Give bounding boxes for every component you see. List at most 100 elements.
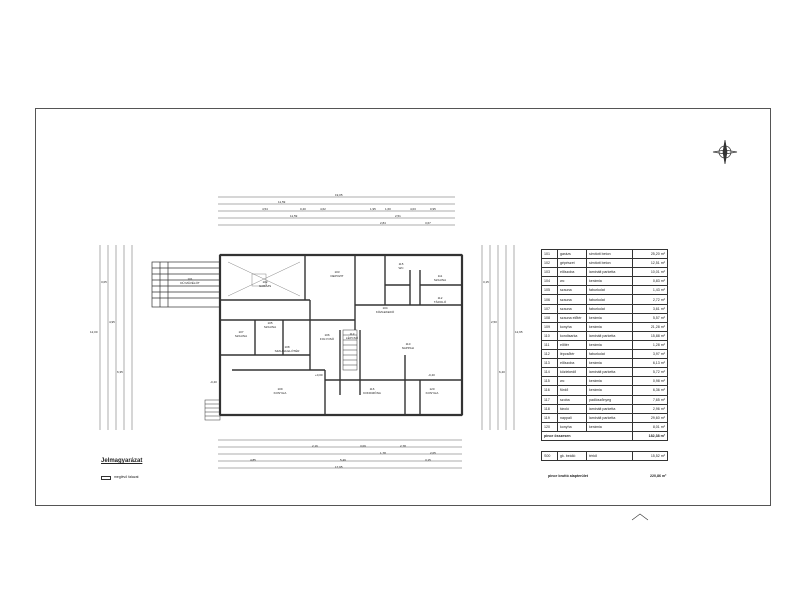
room-floor: padlószőnyeg: [586, 394, 633, 405]
dimension-label: 2,50: [491, 320, 497, 324]
room-label: 101 DÚ MÁVÉLŐT: [175, 277, 205, 285]
external-stair: [151, 261, 221, 308]
room-area: 12,51 m²: [632, 258, 668, 269]
room-floor: térkő: [586, 450, 633, 462]
room-floor: kerámia: [586, 276, 633, 287]
room-area: 0,98 m²: [632, 376, 668, 387]
room-name: GARÁZS: [258, 284, 272, 288]
room-name: tároló: [557, 403, 587, 414]
room-id: 108: [284, 345, 290, 349]
room-no: 115: [541, 376, 558, 387]
room-name: gk. beálló: [557, 450, 587, 462]
room-floor: laminált parketta: [586, 412, 633, 423]
room-name: konyha: [557, 321, 587, 332]
room-no: 117: [541, 394, 558, 405]
room-name: gépészet: [557, 258, 587, 269]
room-floor: kerámia: [586, 358, 633, 369]
room-area: 0,83 m²: [632, 276, 668, 287]
small-stair: [204, 399, 221, 421]
dimension-label: 4,95: [109, 320, 115, 324]
room-name: KONDIZÓNA: [363, 391, 381, 395]
room-area: 1,28 m²: [632, 339, 668, 351]
room-area: 7,65 m²: [632, 394, 668, 405]
room-id: 106: [324, 333, 330, 337]
room-label: 120 KONYHA: [417, 387, 447, 395]
room-name: garázs: [557, 248, 587, 260]
room-label: 103 DEPOZIT: [322, 270, 352, 278]
room-id: 102: [262, 280, 268, 284]
room-label: 109 KONYHA: [260, 387, 300, 395]
room-name: lépcsőtér: [557, 349, 587, 360]
north-arrow-icon: [712, 139, 738, 165]
dimension-label: 4,54: [262, 207, 268, 211]
extra-area-table: S00 gk. beálló térkő 15,52 m²: [541, 450, 668, 462]
room-floor: kerámia: [586, 376, 633, 387]
room-area: 3,97 m²: [632, 349, 668, 360]
gross-area-value: 220,86 m²: [650, 474, 667, 478]
level-mark: -0,40: [428, 373, 435, 377]
room-area: 2,72 m²: [632, 294, 668, 305]
total-label: pince összesen: [541, 430, 633, 441]
dimension-label: 3,09: [360, 444, 366, 448]
dimension-label: 5,49: [340, 458, 346, 462]
room-label: 107 SZAUNA: [227, 330, 255, 338]
room-area: 1,43 m²: [632, 285, 668, 296]
room-name: KÖZLEKEDŐ: [375, 310, 395, 314]
dimension-label: 12,95: [515, 330, 523, 334]
room-floor: laminált parketta: [586, 267, 633, 278]
room-no: 113: [541, 358, 558, 369]
room-floor: simított beton: [586, 258, 633, 269]
room-no: 116: [541, 385, 558, 396]
dimension-label: 0,40: [300, 207, 306, 211]
room-area: 25,20 m²: [632, 248, 668, 260]
room-id: 110: [405, 342, 411, 346]
interior-stair: [342, 329, 358, 371]
dimension-label: 3,15: [425, 458, 431, 462]
room-area: 6,13 m²: [632, 358, 668, 369]
room-no: 118: [541, 403, 558, 414]
room-area: 2,96 m²: [632, 403, 668, 414]
room-name: szoba: [557, 394, 587, 405]
legend-label: meglévő falazat: [114, 475, 139, 479]
section-mark-icon: [631, 513, 649, 521]
room-id: 115: [398, 262, 404, 266]
room-name: FOLYOSÓ: [319, 337, 335, 341]
room-name: nappali: [557, 412, 587, 423]
dimension-label: 3,67: [425, 221, 431, 225]
room-id: 111: [437, 274, 443, 278]
room-name: szauna előtér: [557, 312, 587, 323]
dimension-label: 19,05: [335, 193, 343, 197]
room-floor: kerámia: [586, 312, 633, 323]
room-label: 110 NAPPALI: [388, 342, 428, 350]
room-label: 106 FOLYOSÓ: [312, 333, 342, 341]
room-no: S00: [541, 450, 558, 462]
room-name: előtér: [557, 339, 587, 351]
room-name: WC: [398, 266, 404, 270]
room-floor: faburkolat: [586, 294, 633, 305]
room-id: 112: [437, 296, 443, 300]
room-floor: kerámia: [586, 421, 633, 432]
room-floor: laminált parketta: [586, 403, 633, 414]
room-name: wc: [557, 276, 587, 287]
room-name: DÚ MÁVÉLŐT: [180, 281, 200, 285]
dimension-label: 4,03: [410, 207, 416, 211]
room-no: 111: [541, 339, 558, 351]
room-area: 5,57 m²: [632, 312, 668, 323]
room-name: szauna: [557, 303, 587, 314]
room-id: 104: [382, 306, 388, 310]
room-name: KONYHA: [425, 391, 439, 395]
room-no: 104: [541, 276, 558, 287]
room-floor: faburkolat: [586, 285, 633, 296]
room-id: 120: [429, 387, 435, 391]
